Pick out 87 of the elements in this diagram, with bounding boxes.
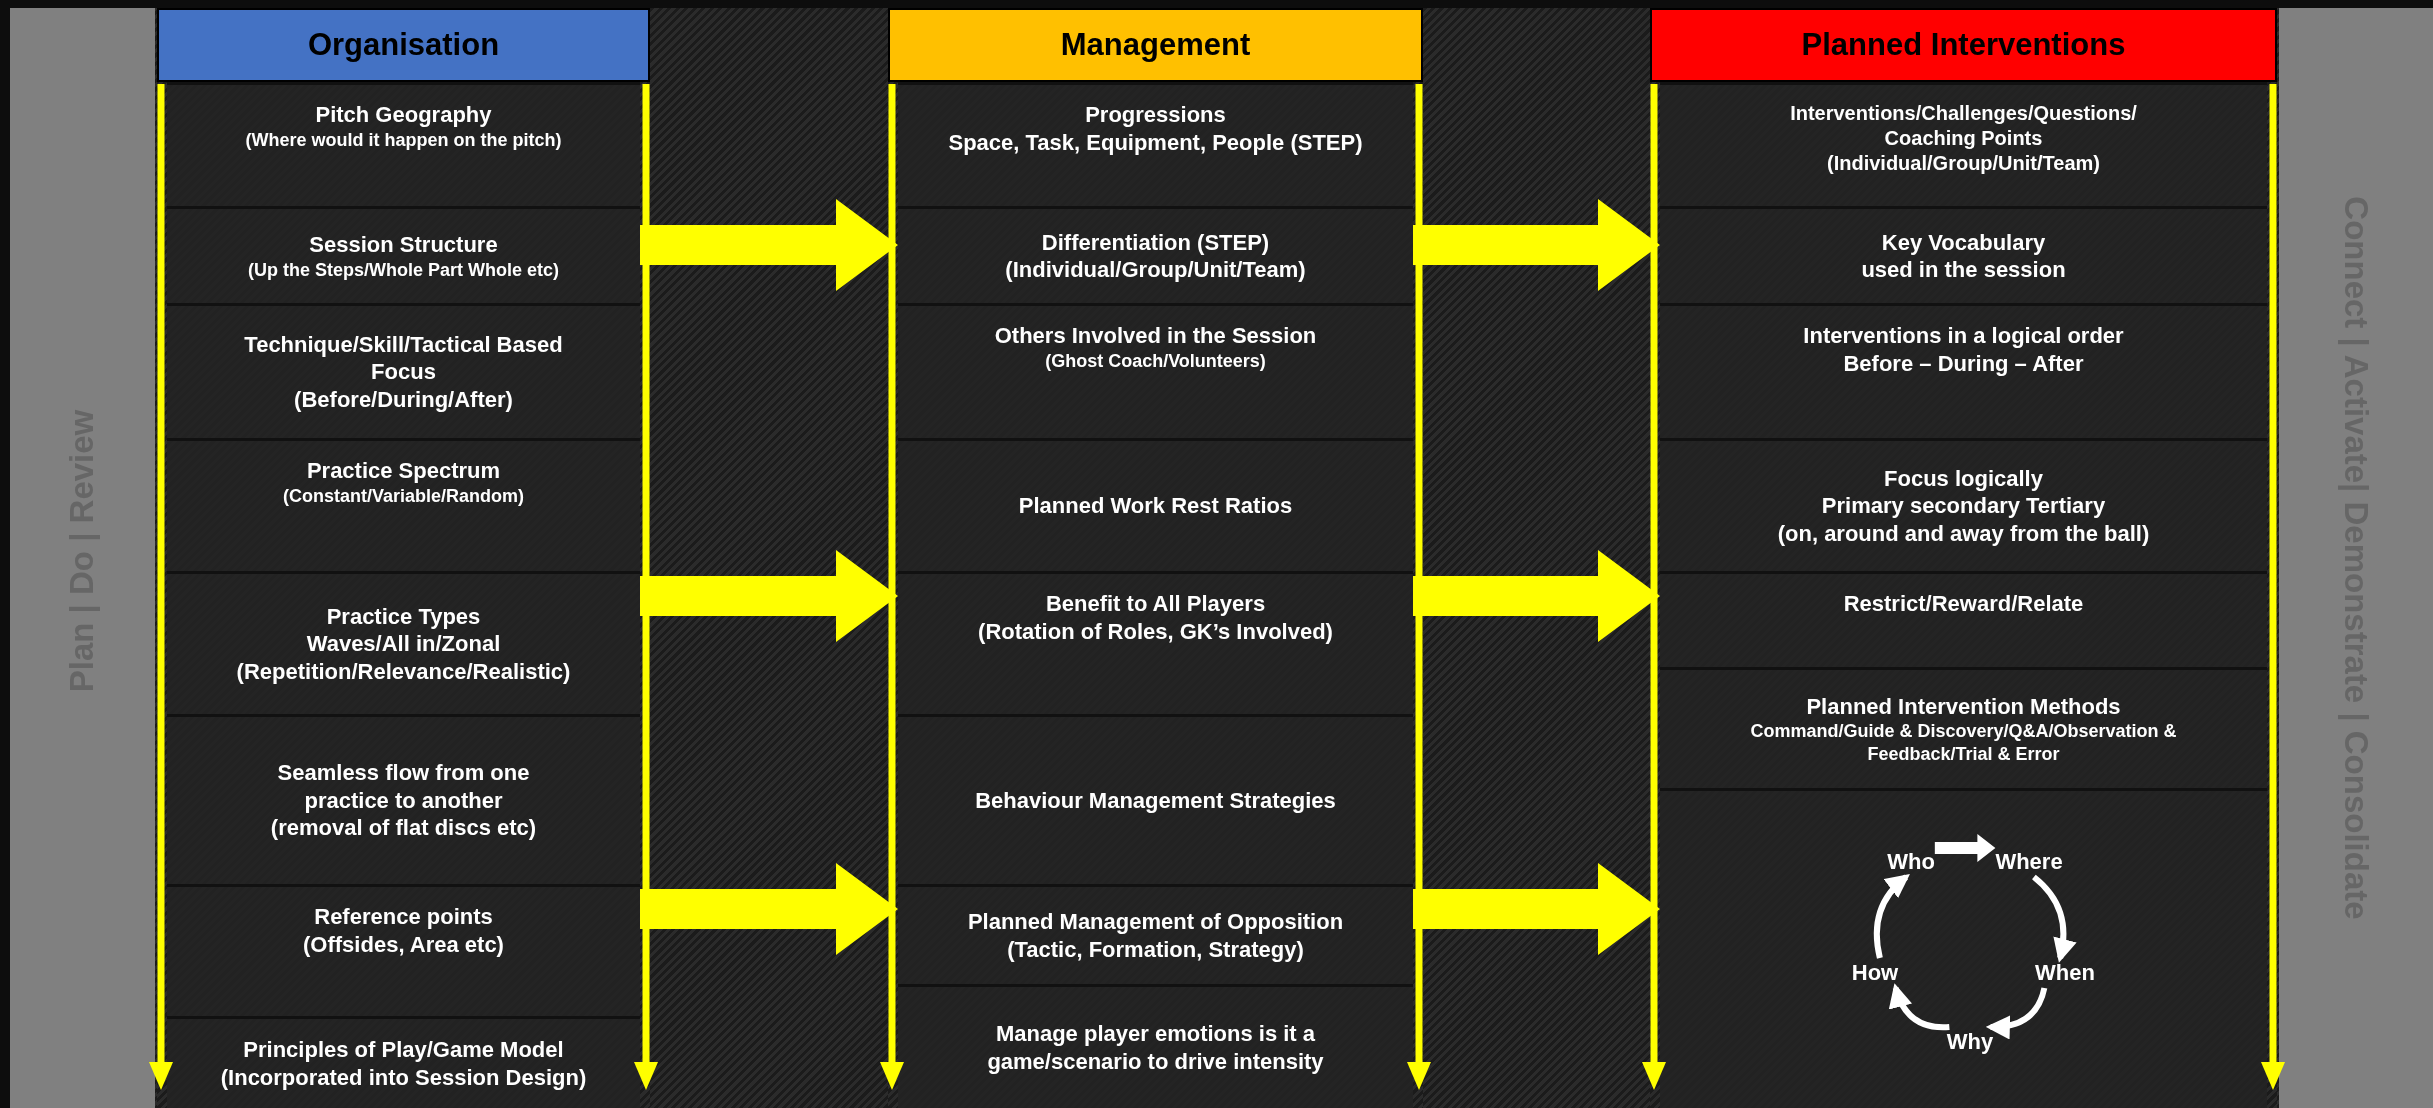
info-cell [1660,571,2267,667]
cell-detail: (Rotation of Roles, GK’s Involved) [978,617,1333,645]
info-cell [898,984,1413,1108]
info-cell [167,571,640,714]
cycle-word: How [1851,962,1899,984]
cell-detail: (Where would it happen on the pitch) [245,128,562,151]
block-arrow [1413,550,1660,642]
column-header: Planned Interventions [1650,8,2277,82]
cycle-panel [1660,788,2267,1108]
info-cell [167,303,640,438]
block-arrow [1413,863,1660,955]
cell-detail: (Before/During/After) [294,385,513,414]
cell-detail: (Tactic, Formation, Strategy) [1007,935,1304,963]
cycle-word: Who [1887,851,1935,873]
info-cell [167,714,640,884]
info-cell [1660,667,2267,788]
cell-detail: (Incorporated into Session Design) [220,1063,587,1091]
info-cell [898,714,1413,884]
cell-heading: Technique/Skill/Tactical Based Focus [243,330,564,386]
info-cell [167,82,640,206]
cell-detail: (Individual/Group/Unit/Team) [1005,256,1306,284]
cell-heading: Interventions in a logical order [1803,322,2124,350]
info-cell [1660,438,2267,571]
cycle-word: When [2035,962,2095,984]
block-arrow [640,863,898,955]
cycle-word: Why [1946,1031,1994,1053]
cell-heading: Others Involved in the Session [994,322,1317,350]
cell-detail: Waves/All in/Zonal [306,630,501,658]
cell-heading: Benefit to All Players [1045,590,1266,618]
block-arrow [1934,834,1996,862]
cell-detail: (Constant/Variable/Random) [283,484,524,507]
cell-heading: Session Structure [309,231,498,259]
info-cell [1660,82,2267,206]
cell-detail: Command/Guide & Discovery/Q&A/Observation & Feedback/Trial & Error [1749,720,2178,766]
cell-heading: Focus logically [1884,464,2043,493]
cell-heading: Key Vocabulary [1881,228,2046,256]
cell-heading: Practice Types [326,602,481,631]
cell-heading: Reference points [314,903,493,931]
cell-heading: Restrict/Reward/Relate [1843,590,2084,618]
cycle-arrow [1873,873,1910,959]
cell-detail: (Up the Steps/Whole Part Whole etc) [248,258,559,281]
cell-heading: Planned Intervention Methods [1806,692,2121,721]
cycle-arrow [2031,874,2076,963]
cell-detail: (removal of flat discs etc) [270,814,537,842]
column-header: Management [888,8,1423,82]
info-cell [898,884,1413,984]
info-cell [898,303,1413,438]
cycle-word: Where [1995,851,2063,873]
cycle-arrow [1985,987,2048,1039]
info-cell [167,1016,640,1108]
info-cell [898,82,1413,206]
cell-heading: Manage player emotions is it a game/scenario to drive intensity [986,1020,1325,1075]
block-arrow [1413,199,1660,291]
block-arrow [640,199,898,291]
cell-detail: Before – During – After [1843,349,2084,377]
cell-detail: (Offsides, Area etc) [303,930,504,958]
info-cell [167,438,640,571]
cell-heading: Principles of Play/Game Model [243,1036,564,1064]
block-arrow [640,550,898,642]
info-cell [898,206,1413,303]
cell-heading: Planned Work Rest Ratios [1018,492,1293,520]
cell-heading: Interventions/Challenges/Questions/ Coaching Points [1789,101,2138,151]
column-panel [157,8,650,1108]
cell-detail: Primary secondary Tertiary [1821,492,2106,520]
cell-detail: (Repetition/Relevance/Realistic) [236,657,571,686]
info-cell [167,884,640,1016]
cell-heading: Pitch Geography [315,101,492,129]
cell-detail: (on, around and away from the ball) [1777,519,2150,548]
cell-detail: (Ghost Coach/Volunteers) [1045,349,1266,372]
info-cell [898,438,1413,571]
info-cell [1660,206,2267,303]
cell-heading: Seamless flow from one practice to another [276,759,531,815]
info-cell [898,571,1413,714]
info-cell [167,206,640,303]
cell-detail: Space, Task, Equipment, People (STEP) [948,128,1363,156]
cycle-arrow [1889,983,1950,1031]
cell-heading: Differentiation (STEP) [1041,228,1270,256]
column-panel [888,8,1423,1108]
column-header: Organisation [157,8,650,82]
cell-heading: Planned Management of Opposition [967,908,1344,936]
cell-heading: Behaviour Management Strategies [975,786,1336,815]
cell-detail: (Individual/Group/Unit/Team) [1827,151,2100,176]
info-cell [1660,303,2267,438]
cell-detail: used in the session [1861,256,2066,284]
cell-heading: Practice Spectrum [306,457,501,485]
column-panel [1650,8,2277,1108]
cell-heading: Progressions [1085,101,1226,129]
